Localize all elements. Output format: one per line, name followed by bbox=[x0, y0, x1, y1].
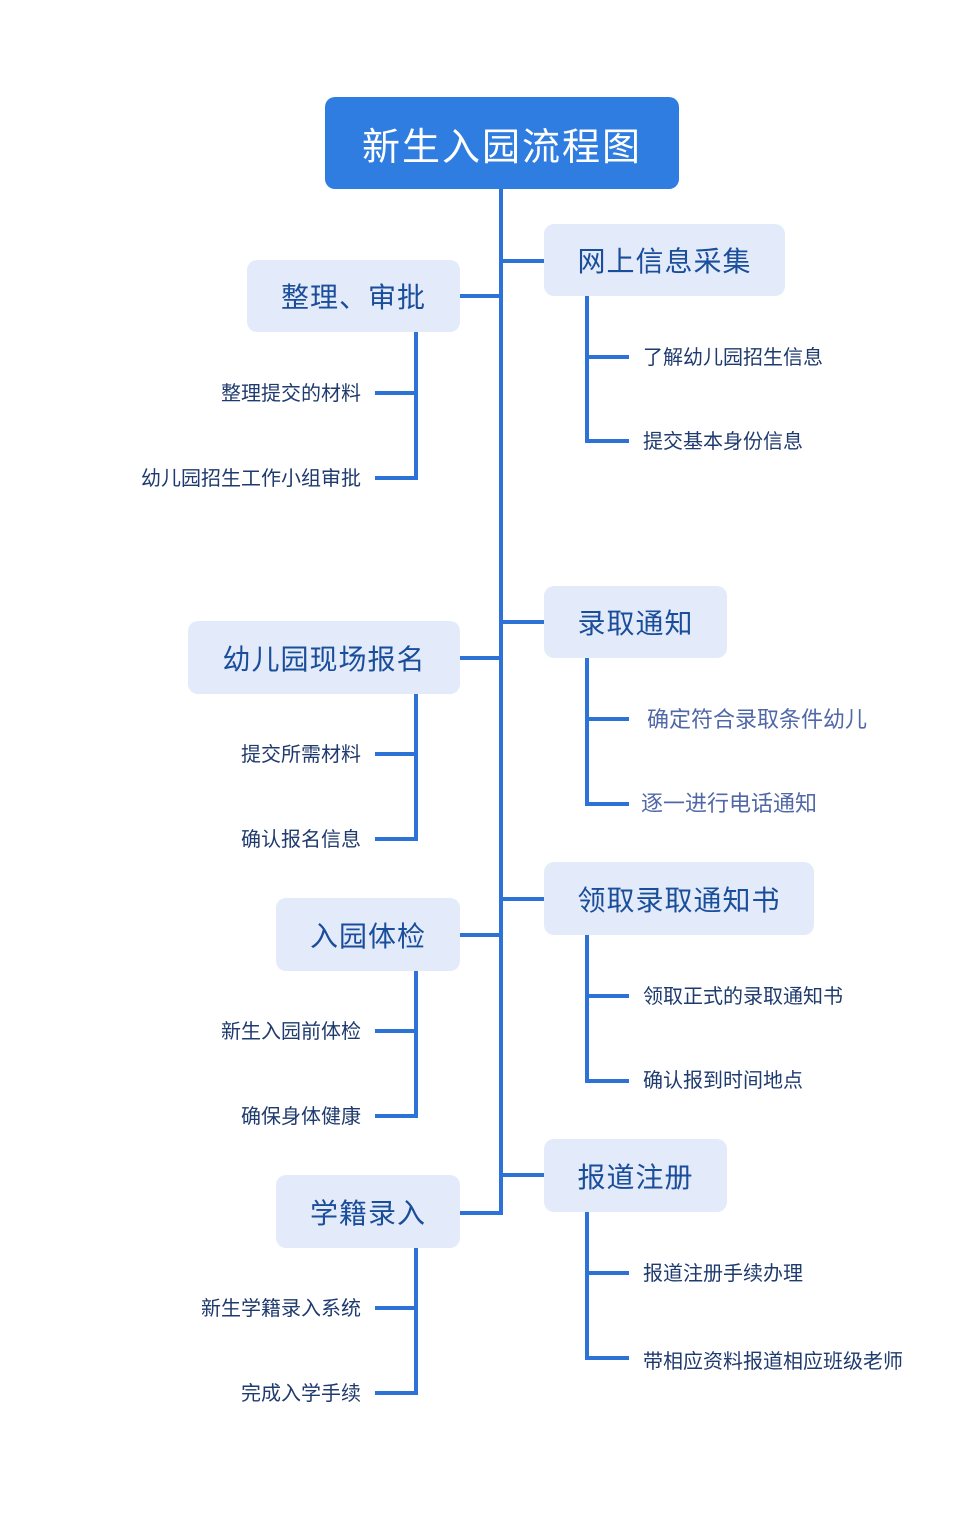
connector bbox=[460, 294, 499, 298]
substep: 确认报到时间地点 bbox=[643, 1068, 803, 1092]
step-online-info-collection: 网上信息采集 bbox=[544, 224, 785, 296]
sub-spine bbox=[585, 1212, 589, 1360]
substep: 领取正式的录取通知书 bbox=[643, 984, 843, 1008]
sub-connector bbox=[589, 1271, 629, 1275]
step-receive-notice-letter: 领取录取通知书 bbox=[544, 862, 814, 935]
sub-connector bbox=[375, 1114, 418, 1118]
sub-connector bbox=[589, 355, 629, 359]
sub-spine bbox=[585, 658, 589, 806]
sub-spine bbox=[414, 1248, 418, 1395]
substep: 了解幼儿园招生信息 bbox=[643, 345, 823, 369]
sub-connector bbox=[375, 1391, 418, 1395]
sub-connector bbox=[589, 1079, 629, 1083]
substep: 整理提交的材料 bbox=[221, 381, 361, 405]
substep: 新生学籍录入系统 bbox=[201, 1296, 361, 1320]
main-spine bbox=[499, 189, 503, 1215]
substep: 提交基本身份信息 bbox=[643, 429, 803, 453]
step-onsite-registration: 幼儿园现场报名 bbox=[188, 621, 460, 694]
step-organize-approve: 整理、审批 bbox=[247, 260, 460, 332]
substep: 逐一进行电话通知 bbox=[641, 792, 818, 817]
substep: 幼儿园招生工作小组审批 bbox=[141, 466, 361, 490]
substep: 提交所需材料 bbox=[241, 742, 361, 766]
step-student-record-entry: 学籍录入 bbox=[276, 1175, 460, 1248]
substep: 完成入学手续 bbox=[241, 1381, 361, 1405]
sub-spine bbox=[585, 935, 589, 1083]
connector bbox=[460, 1211, 503, 1215]
sub-connector bbox=[375, 1306, 414, 1310]
step-health-check: 入园体检 bbox=[276, 898, 460, 971]
substep: 确认报名信息 bbox=[241, 827, 361, 851]
sub-spine bbox=[414, 332, 418, 480]
sub-connector bbox=[375, 391, 414, 395]
sub-connector bbox=[589, 439, 629, 443]
sub-connector bbox=[375, 837, 418, 841]
sub-connector bbox=[589, 802, 629, 806]
sub-connector bbox=[589, 717, 629, 721]
substep: 报道注册手续办理 bbox=[643, 1261, 803, 1285]
sub-spine bbox=[414, 971, 418, 1118]
sub-connector bbox=[589, 1356, 629, 1360]
substep: 带相应资料报道相应班级老师 bbox=[643, 1349, 903, 1373]
connector bbox=[460, 656, 499, 660]
connector bbox=[503, 1173, 544, 1177]
connector bbox=[503, 259, 544, 263]
substep: 新生入园前体检 bbox=[221, 1019, 361, 1043]
sub-connector bbox=[375, 1029, 414, 1033]
step-admission-notice: 录取通知 bbox=[544, 586, 727, 658]
substep: 确保身体健康 bbox=[241, 1104, 361, 1128]
step-check-in-registration: 报道注册 bbox=[544, 1139, 727, 1212]
sub-connector bbox=[589, 994, 629, 998]
diagram-title: 新生入园流程图 bbox=[325, 97, 679, 189]
sub-connector bbox=[375, 752, 414, 756]
connector bbox=[460, 933, 499, 937]
sub-spine bbox=[585, 296, 589, 443]
sub-spine bbox=[414, 694, 418, 841]
connector bbox=[503, 897, 544, 901]
substep: 确定符合录取条件幼儿 bbox=[647, 708, 868, 733]
connector bbox=[503, 620, 544, 624]
sub-connector bbox=[375, 476, 418, 480]
